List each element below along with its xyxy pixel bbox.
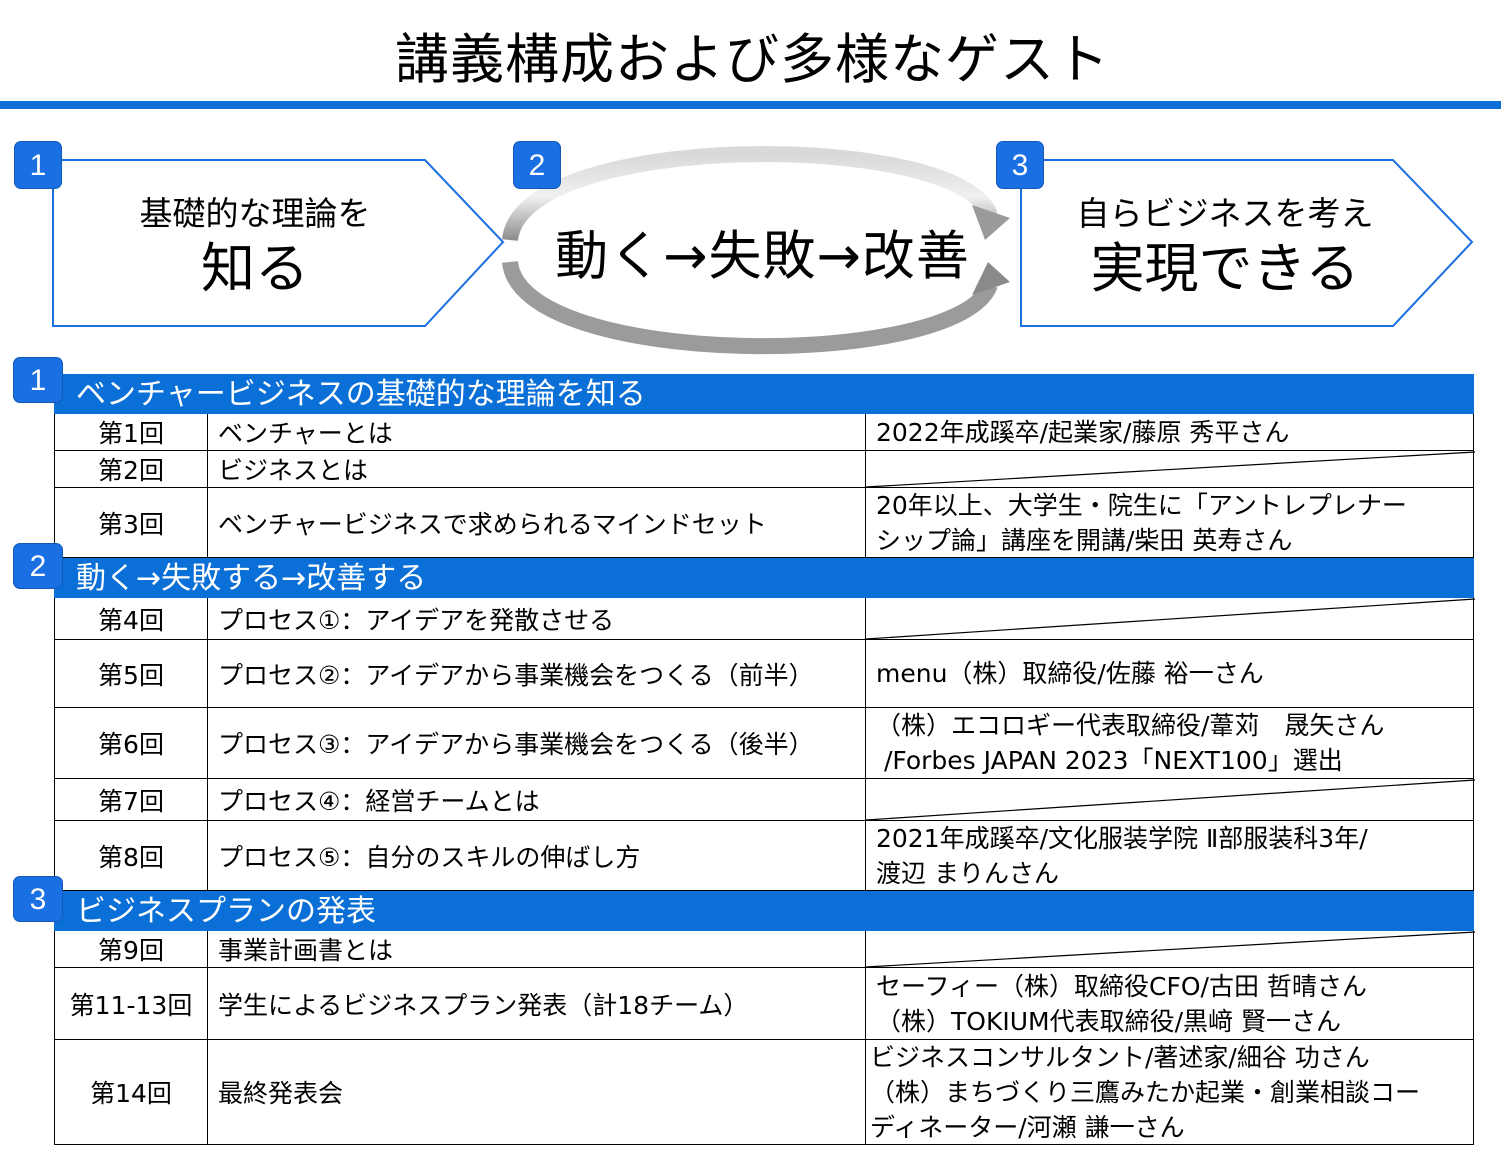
lecture-topic: プロセス②：アイデアから事業機会をつくる（前半） (207, 640, 865, 708)
section-3-badge: 3 (13, 876, 63, 922)
lecture-guest-empty (865, 598, 1475, 640)
stage3-chevron (1020, 159, 1474, 327)
stage3-text: 自らビジネスを考え 実現できる (1040, 192, 1410, 302)
lecture-number: 第11-13回 (54, 968, 207, 1040)
lecture-number: 第3回 (54, 488, 207, 558)
lecture-number: 第9回 (54, 931, 207, 968)
empty-cell-diagonal (866, 598, 1475, 640)
table-row: 第9回 事業計画書とは (54, 931, 1475, 968)
stage2-badge: 2 (513, 141, 561, 189)
lecture-number: 第7回 (54, 779, 207, 821)
stage1-text: 基礎的な理論を 知る (70, 192, 440, 302)
lecture-guest: 2021年成蹊卒/文化服装学院 Ⅱ部服装科3年/ 渡辺 まりんさん (865, 821, 1474, 891)
stage2-text: 動く→失敗→改善 (555, 226, 970, 287)
lecture-number: 第1回 (54, 414, 207, 451)
stage3-small: 自らビジネスを考え (1076, 194, 1374, 233)
table-row: 第4回 プロセス①：アイデアを発散させる (54, 598, 1475, 640)
lecture-guest: セーフィー（株）取締役CFO/古田 哲晴さん （株）TOKIUM代表取締役/黒﨑… (865, 968, 1474, 1040)
cycle-arc-top (502, 146, 998, 242)
lecture-topic: 事業計画書とは (207, 931, 865, 968)
lecture-guest: ビジネスコンサルタント/著述家/細谷 功さん （株）まちづくり三鷹みたか起業・創… (865, 1040, 1474, 1145)
section-2-badge: 2 (13, 543, 63, 589)
table-row: 第1回 ベンチャーとは 2022年成蹊卒/起業家/藤原 秀平さん (54, 414, 1474, 451)
lecture-topic: プロセス①：アイデアを発散させる (207, 598, 865, 640)
empty-cell-diagonal (866, 779, 1475, 821)
stage1-small: 基礎的な理論を (139, 194, 371, 233)
lecture-topic: 学生によるビジネスプラン発表（計18チーム） (207, 968, 865, 1040)
section-1-header: ベンチャービジネスの基礎的な理論を知る (54, 374, 1474, 414)
lecture-number: 第14回 (54, 1040, 207, 1145)
lecture-guest-empty (865, 931, 1475, 968)
section-3-header: ビジネスプランの発表 (54, 891, 1474, 931)
lecture-guest: 2022年成蹊卒/起業家/藤原 秀平さん (865, 414, 1474, 451)
lecture-number: 第8回 (54, 821, 207, 891)
lecture-guest: menu（株）取締役/佐藤 裕一さん (865, 640, 1474, 708)
table-row: 第6回 プロセス③：アイデアから事業機会をつくる（後半） （株）エコロギー代表取… (54, 708, 1474, 779)
cycle-arrowhead-top (972, 205, 1010, 240)
lecture-number: 第5回 (54, 640, 207, 708)
lecture-topic: プロセス⑤：自分のスキルの伸ばし方 (207, 821, 865, 891)
stage-graphics (52, 146, 1474, 355)
lecture-topic: ベンチャービジネスで求められるマインドセット (207, 488, 865, 558)
lecture-number: 第4回 (54, 598, 207, 640)
lecture-number: 第2回 (54, 451, 207, 488)
section-1-badge: 1 (13, 357, 63, 403)
table-row: 第14回 最終発表会 ビジネスコンサルタント/著述家/細谷 功さん （株）まちづ… (54, 1040, 1474, 1145)
table-row: 第3回 ベンチャービジネスで求められるマインドセット 20年以上、大学生・院生に… (54, 488, 1474, 558)
lecture-guest: 20年以上、大学生・院生に「アントレプレナー シップ論」講座を開講/柴田 英寿さ… (865, 488, 1474, 558)
lecture-topic: プロセス④：経営チームとは (207, 779, 865, 821)
lecture-topic: ベンチャーとは (207, 414, 865, 451)
empty-cell-diagonal (866, 931, 1475, 968)
page-title: 講義構成および多様なゲスト (395, 28, 1110, 91)
lecture-guest-empty (865, 451, 1475, 488)
table-row: 第2回 ビジネスとは (54, 451, 1475, 488)
stage1-badge: 1 (14, 141, 62, 189)
empty-cell-diagonal (866, 451, 1475, 488)
cycle-arc-bottom (502, 260, 998, 355)
stage1-chevron (52, 159, 505, 327)
stage3-big: 実現できる (1090, 237, 1360, 300)
lecture-topic: プロセス③：アイデアから事業機会をつくる（後半） (207, 708, 865, 779)
lecture-topic: ビジネスとは (207, 451, 865, 488)
table-row: 第8回 プロセス⑤：自分のスキルの伸ばし方 2021年成蹊卒/文化服装学院 Ⅱ部… (54, 821, 1474, 891)
title-rule (0, 101, 1501, 109)
lecture-guest: （株）エコロギー代表取締役/葦苅 晟矢さん /Forbes JAPAN 2023… (865, 708, 1474, 779)
stage1-big: 知る (201, 237, 309, 300)
stage3-badge: 3 (996, 141, 1044, 189)
cycle-arrowhead-bottom (972, 262, 1010, 295)
table-row: 第7回 プロセス④：経営チームとは (54, 779, 1475, 821)
table-row: 第11-13回 学生によるビジネスプラン発表（計18チーム） セーフィー（株）取… (54, 968, 1474, 1040)
lecture-topic: 最終発表会 (207, 1040, 865, 1145)
section-2-header: 動く→失敗する→改善する (54, 558, 1474, 598)
lecture-guest-empty (865, 779, 1475, 821)
table-row: 第5回 プロセス②：アイデアから事業機会をつくる（前半） menu（株）取締役/… (54, 640, 1474, 708)
lecture-number: 第6回 (54, 708, 207, 779)
